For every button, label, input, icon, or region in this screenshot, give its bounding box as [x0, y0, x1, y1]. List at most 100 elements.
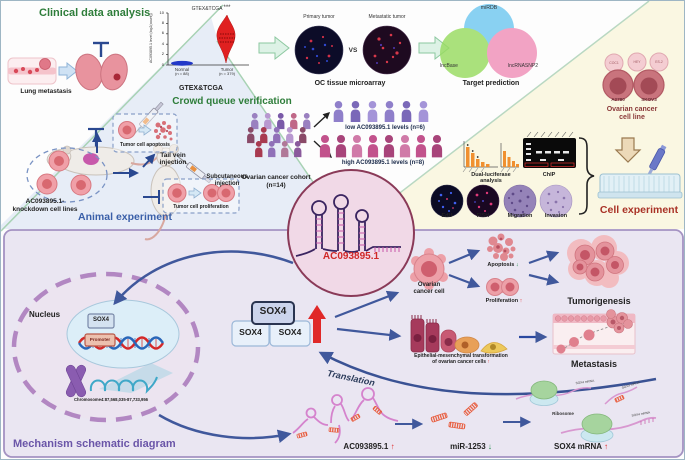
tail-vein-label-2: injection: [159, 159, 187, 166]
sox4-top-label: SOX4: [259, 306, 287, 317]
apoptosis-text: Apoptosis: [487, 262, 515, 268]
a2780-label: A2780: [611, 97, 625, 102]
venn-lncbase-circle: [440, 28, 490, 78]
oc-cell-label-2: cancer cell: [413, 289, 445, 295]
down-arrow: ↓: [487, 442, 492, 451]
venn-mirdb-label: miRDB: [480, 5, 498, 11]
sox4-left-label: SOX4: [239, 327, 262, 337]
violin-xlabel-tumor-n: (n = 379): [218, 71, 236, 76]
subcutaneous-label-1: Subcutaneous: [206, 174, 248, 180]
apoptosis-label: Apoptosis ↓: [479, 262, 527, 268]
translation-arrow: [318, 351, 657, 396]
inhibition-t-proliferation: [143, 190, 160, 204]
proliferation-icon: [486, 278, 519, 296]
low-group-label: low AC093895.1 levels (n=6): [345, 125, 425, 131]
violin-title: GTEX&TCGA: [191, 6, 223, 12]
violin-xlabel-normal: Normal: [174, 67, 190, 72]
mir-text: miR-1253: [450, 442, 486, 451]
tumorigenesis-icon: [567, 235, 629, 288]
cell-line-caption-1: Ovarian cancer: [606, 106, 658, 113]
animal-region: [1, 17, 345, 229]
nucleus-shape: [66, 299, 180, 369]
knockdown-label-1: AC093895.1-: [25, 198, 65, 205]
cell-region: [353, 1, 684, 229]
tumorigenesis-label: Tumorigenesis: [567, 296, 631, 306]
high-group-label: high AC093895.1 levels (n=8): [341, 160, 425, 166]
violin-xlabel-normal-n: (n = 88): [175, 71, 189, 76]
lung-metastasis-label: Lung metastasis: [20, 88, 72, 95]
ribosome-mrna: [515, 380, 657, 443]
metastasis-label: Metastasis: [570, 359, 618, 369]
cell-line-small-label-2: HEY: [633, 59, 641, 64]
chromosome-icon: [65, 364, 87, 398]
venn-lncrnasnp2-circle: [487, 28, 537, 78]
arrow-apoptosis-to-tumor: [528, 250, 560, 265]
promoter-box: [84, 333, 116, 347]
knockdown-label-2: knockdown cell lines: [12, 206, 78, 213]
tail-vein-label-1: Tail vein: [160, 152, 186, 159]
arrow-proliferation-to-tumor: [528, 273, 560, 286]
proliferation-text: Proliferation: [485, 298, 519, 304]
fish-label: FISH: [476, 213, 490, 219]
cohort-n-label: (n=14): [266, 182, 286, 189]
apoptosis-box: [112, 113, 178, 153]
edu-label: EdU: [441, 213, 453, 219]
violin-normal: [171, 60, 193, 66]
apoptosis-icon: [487, 233, 516, 261]
clinical-title: Clinical data analysis: [39, 7, 151, 19]
mrna-text: SOX4 mRNA: [554, 442, 602, 451]
ovarian-cancer-cell-icon: [410, 248, 448, 290]
vs-label: VS: [348, 47, 358, 54]
apoptosis-box-label: Tumor cell apoptosis: [120, 142, 170, 148]
edu-image: [430, 184, 464, 218]
bound-mirna-fragments: [296, 406, 383, 439]
cell-line-caption-2: cell line: [619, 114, 645, 121]
sox4-up-arrow: [308, 305, 326, 343]
well-plate-icon: [597, 173, 683, 199]
arrow-cell-to-lncrna: [158, 413, 292, 443]
target-prediction-caption: Target prediction: [462, 80, 520, 87]
subcutaneous-label-2: injection: [214, 181, 240, 187]
migration-label: Migration: [507, 213, 533, 219]
arrow-sox4-to-cell: [334, 290, 400, 319]
venn-lncbase-label: lncBase: [440, 63, 458, 69]
chip-label: ChIP: [542, 172, 556, 178]
violin-ytick: 8: [161, 19, 164, 25]
mrna-label: SOX4 mRNA ↑: [539, 442, 623, 451]
venn-diagram: [440, 4, 537, 78]
up-arrow: ↑: [603, 442, 608, 451]
arrow-to-nucleus: [113, 250, 294, 306]
violin-significance: ***: [223, 5, 231, 11]
violin-caption: GTEX&TCGA: [179, 85, 223, 92]
arrow-to-plate: [614, 137, 642, 163]
metastasis-icon: [552, 309, 636, 355]
proliferation-box-label: Tumor cell proliferation: [173, 204, 229, 210]
cohort-label: Ovarian cancer cohort: [241, 174, 311, 181]
sox4-box-left: [231, 320, 270, 347]
sox4-right-label: SOX4: [278, 327, 302, 337]
emt-icon: [410, 315, 508, 354]
arrow-violin-to-microarray: [258, 35, 290, 61]
sox4-nuclear-label: SOX4: [92, 317, 109, 323]
vessel-icon: [7, 57, 57, 85]
oc-cell-label-1: Ovarian: [417, 282, 441, 288]
proliferation-label: Proliferation ↑: [477, 298, 531, 304]
arrow-cell-to-proliferation: [448, 273, 481, 289]
proliferation-box: [162, 178, 240, 214]
arrow-sox4-to-emt: [336, 327, 402, 341]
arrow-cohort-to-low: [313, 112, 331, 128]
promoter-label: Promoter: [89, 337, 111, 342]
violin-ytick: 0: [161, 61, 164, 67]
dual-luciferase-charts: [462, 141, 519, 173]
crowd-title: Crowd queue verification: [172, 96, 292, 107]
invasion-label: Invasion: [544, 213, 568, 219]
emt-label-2: of ovarian cancer cells ↑: [406, 359, 516, 366]
violin-ytick: 10: [159, 9, 164, 15]
mir-label: miR-1253 ↓: [439, 442, 503, 451]
up-arrow: ↑: [487, 359, 490, 365]
ribosome-label: Ribosome: [552, 411, 574, 416]
violin-plot: [166, 12, 249, 66]
violin-ytick: 2: [161, 51, 164, 57]
